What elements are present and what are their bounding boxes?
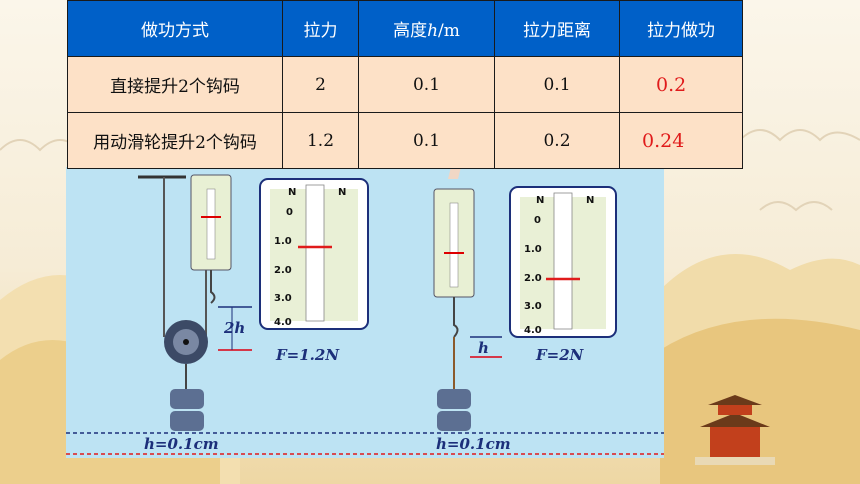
right-distance-label: h bbox=[478, 339, 489, 357]
pagoda-icon bbox=[695, 395, 775, 465]
scale-left-mark: 0 bbox=[286, 207, 293, 218]
spring-scale-icon bbox=[190, 174, 232, 304]
pulley-icon bbox=[164, 320, 208, 389]
cell-work: 0.2 bbox=[619, 56, 743, 113]
cell-distance: 0.1 bbox=[494, 56, 620, 113]
cell-distance: 0.2 bbox=[494, 112, 620, 169]
col-header-force: 拉力 bbox=[282, 0, 359, 57]
col-header-work: 拉力做功 bbox=[619, 0, 743, 57]
scale-right-mark: 1.0 bbox=[524, 244, 542, 255]
hook-weights-icon bbox=[437, 389, 471, 431]
scale-left-mark: 3.0 bbox=[274, 293, 292, 304]
scale-zoom-right bbox=[509, 186, 617, 338]
table-row: 用动滑轮提升2个钩码 1.2 0.1 0.2 0.24 bbox=[67, 112, 743, 169]
col-header-height-prefix: 高度 bbox=[393, 21, 428, 41]
cell-height: 0.1 bbox=[358, 56, 495, 113]
table-header-row: 做功方式 拉力 高度h/m 拉力距离 拉力做功 bbox=[67, 0, 743, 57]
col-header-height-var: h bbox=[427, 21, 439, 41]
col-header-height-suffix: /m bbox=[438, 21, 460, 41]
scale-left-mark: 4.0 bbox=[274, 317, 292, 328]
cell-force: 2 bbox=[282, 56, 359, 113]
col-header-height: 高度h/m bbox=[358, 0, 495, 57]
scale-right-mark: 4.0 bbox=[524, 325, 542, 336]
hook-weights-icon bbox=[170, 389, 204, 431]
cell-method: 用动滑轮提升2个钩码 bbox=[67, 112, 283, 169]
left-setup bbox=[138, 174, 369, 431]
spring-scale-icon bbox=[433, 188, 475, 338]
scale-left-header-left: N bbox=[288, 187, 296, 198]
scale-right-mark: 2.0 bbox=[524, 273, 542, 284]
scale-right-mark: 3.0 bbox=[524, 301, 542, 312]
col-header-distance: 拉力距离 bbox=[494, 0, 620, 57]
col-header-method: 做功方式 bbox=[67, 0, 283, 57]
left-force-label: F=1.2N bbox=[275, 346, 340, 364]
scale-right-header-right: N bbox=[586, 195, 594, 206]
scale-left-header-right: N bbox=[338, 187, 346, 198]
work-comparison-table: 做功方式 拉力 高度h/m 拉力距离 拉力做功 直接提升2个钩码 2 0.1 0… bbox=[67, 0, 743, 169]
scale-right-header-left: N bbox=[536, 195, 544, 206]
cell-force: 1.2 bbox=[282, 112, 359, 169]
right-force-label: F=2N bbox=[535, 346, 585, 364]
cell-work: 0.24 bbox=[619, 112, 743, 169]
cell-height: 0.1 bbox=[358, 112, 495, 169]
scale-left-mark: 1.0 bbox=[274, 236, 292, 247]
experiment-illustration: N N 0 1.0 2.0 3.0 4.0 N N 0 1.0 2.0 3.0 … bbox=[66, 167, 664, 458]
scale-left-mark: 2.0 bbox=[274, 265, 292, 276]
right-setup bbox=[433, 167, 617, 431]
left-height-label: h=0.1cm bbox=[144, 435, 219, 453]
left-distance-label: 2h bbox=[223, 319, 245, 337]
cell-method: 直接提升2个钩码 bbox=[67, 56, 283, 113]
scale-right-mark: 0 bbox=[534, 215, 541, 226]
scale-zoom-left bbox=[259, 178, 369, 330]
right-height-label: h=0.1cm bbox=[436, 435, 511, 453]
table-row: 直接提升2个钩码 2 0.1 0.1 0.2 bbox=[67, 56, 743, 113]
